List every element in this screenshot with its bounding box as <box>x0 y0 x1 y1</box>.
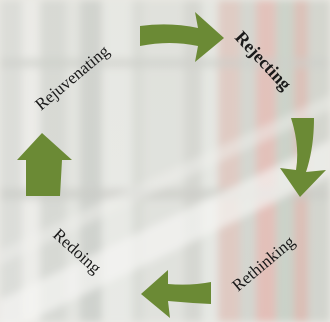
arrow-right <box>280 118 326 197</box>
stage-label-rejuvenating: Rejuvenating <box>31 41 113 114</box>
stage-label-redoing: Redoing <box>49 225 105 278</box>
cycle-arrow-shape <box>141 270 211 318</box>
arrow-top <box>140 12 224 62</box>
arrow-left <box>17 133 72 196</box>
cycle-arrow-shape <box>140 12 224 62</box>
cycle-arrow-shape <box>17 133 72 196</box>
cycle-arrow-shape <box>280 118 326 197</box>
stage-label-rejecting: Rejecting <box>231 27 295 94</box>
stage-label-rethinking: Rethinking <box>228 232 298 295</box>
arrow-bottom <box>141 270 211 318</box>
